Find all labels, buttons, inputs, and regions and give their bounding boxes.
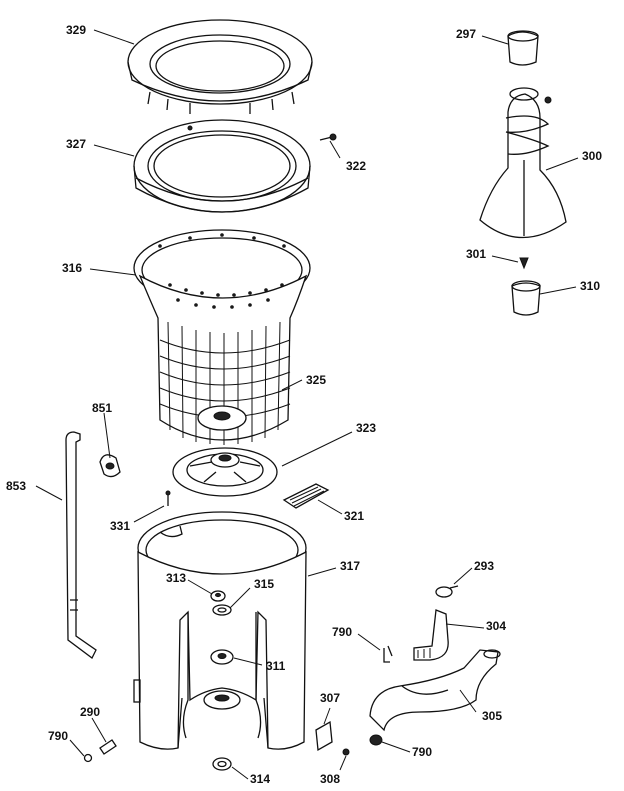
callout-851: 851	[92, 401, 112, 415]
part-293-clamp	[435, 585, 459, 598]
part-304-drain-hose	[413, 609, 449, 661]
callout-790-middle: 790	[332, 625, 352, 639]
part-313-grommet	[210, 590, 226, 602]
callout-304: 304	[486, 619, 506, 633]
callout-790-left: 790	[48, 729, 68, 743]
callout-321: 321	[344, 509, 364, 523]
part-790-nut-right	[369, 734, 383, 746]
part-321-filter	[282, 483, 330, 509]
part-300-agitator	[479, 87, 567, 239]
part-305-pump-hose	[369, 649, 501, 732]
callout-325: 325	[306, 373, 326, 387]
part-327-tub-ring	[133, 119, 311, 213]
callout-301: 301	[466, 247, 486, 261]
part-308-screw	[342, 748, 350, 756]
callout-790-right: 790	[412, 745, 432, 759]
part-322-screw	[319, 133, 337, 141]
leader-lines	[35, 29, 579, 780]
callout-297: 297	[456, 27, 476, 41]
callout-316: 316	[62, 261, 82, 275]
callout-327: 327	[66, 137, 86, 151]
basket-perforations	[158, 233, 286, 309]
part-290-bolt	[99, 739, 117, 755]
part-297-agitator-cap	[507, 30, 539, 66]
part-323-hub-plate	[172, 447, 278, 497]
callout-317: 317	[340, 559, 360, 573]
callout-331: 331	[110, 519, 130, 533]
part-307-bracket	[315, 720, 333, 752]
callout-313: 313	[166, 571, 186, 585]
part-316-wash-basket	[133, 229, 311, 445]
part-317-outer-tub	[133, 511, 307, 750]
callout-308: 308	[320, 772, 340, 786]
part-790-nut-left	[83, 753, 93, 763]
callout-307: 307	[320, 691, 340, 705]
callout-293: 293	[474, 559, 494, 573]
callout-315: 315	[254, 577, 274, 591]
callout-305: 305	[482, 709, 502, 723]
part-301-screw	[519, 257, 529, 270]
callout-300: 300	[582, 149, 602, 163]
part-331-clip	[165, 490, 171, 506]
callout-853: 853	[6, 479, 26, 493]
part-311-bearing	[210, 649, 234, 665]
callout-290: 290	[80, 705, 100, 719]
part-315-seal	[212, 604, 232, 616]
part-314-ring	[212, 757, 232, 771]
part-853-fill-hose	[65, 431, 97, 659]
callout-310: 310	[580, 279, 600, 293]
part-310-coupling	[511, 280, 541, 316]
callout-314: 314	[250, 772, 270, 786]
callout-322: 322	[346, 159, 366, 173]
callout-311: 311	[266, 659, 286, 673]
callout-329: 329	[66, 23, 86, 37]
callout-labels: 329 327 322 316 325 851 853 323 331 321 …	[6, 23, 602, 786]
part-790-clip-middle	[383, 645, 393, 663]
callout-323: 323	[356, 421, 376, 435]
part-851-cap	[99, 454, 121, 478]
part-329-tub-cover	[127, 19, 313, 114]
